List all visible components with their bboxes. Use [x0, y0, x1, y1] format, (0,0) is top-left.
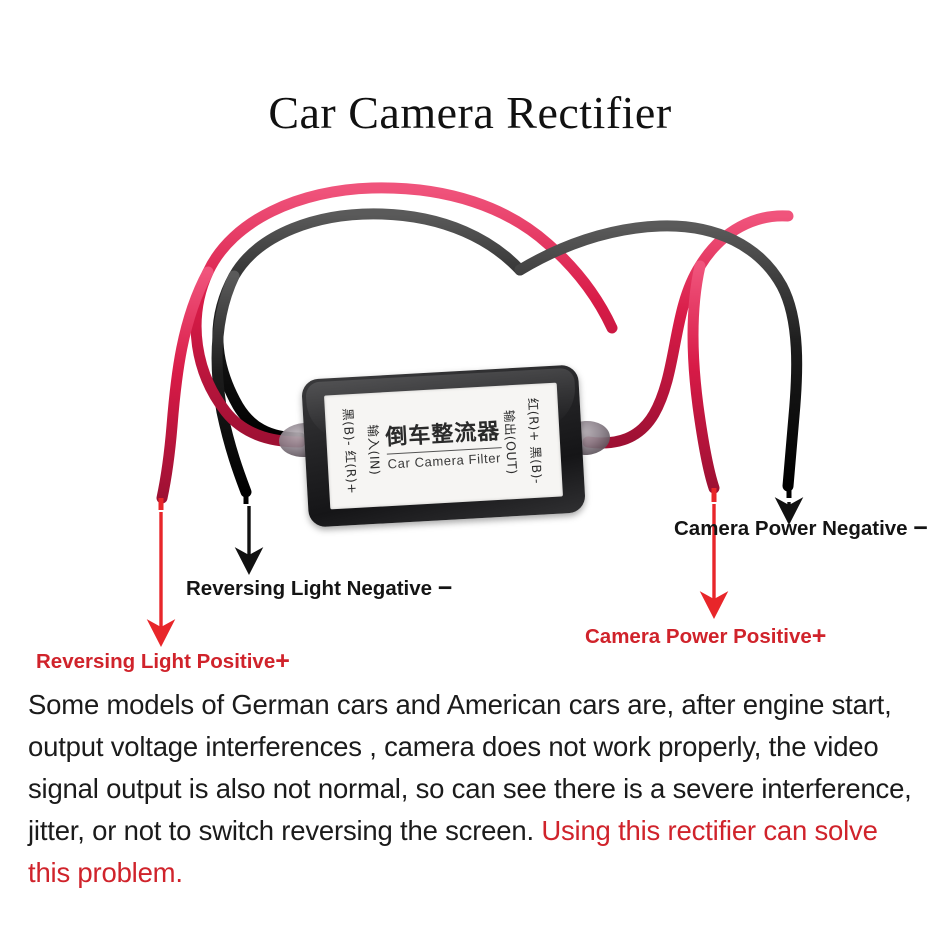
rectifier-device: 黑(B)- 红(R)+ 输入(IN) 倒车整流器 Car Camera Filt… — [301, 364, 586, 528]
wire-red-output — [582, 210, 794, 494]
label-reversing-light-positive-sign: + — [275, 647, 290, 675]
device-output-wires-label: 红(R)+ 黑(B)- — [524, 397, 545, 485]
label-reversing-light-negative-sign: − — [437, 574, 453, 602]
label-camera-power-negative-sign: − — [913, 514, 928, 542]
description-highlight: Using this rectifier can solve this prob… — [28, 815, 878, 888]
wire-red-input — [156, 182, 618, 504]
device-brand-block: 倒车整流器 Car Camera Filter — [384, 419, 502, 472]
label-reversing-light-negative-text: Reversing Light Negative — [186, 577, 438, 600]
device-label: 黑(B)- 红(R)+ 输入(IN) 倒车整流器 Car Camera Filt… — [323, 382, 564, 510]
page-title: Car Camera Rectifier — [268, 87, 672, 138]
label-reversing-light-positive: Reversing Light Positive+ — [36, 647, 290, 676]
label-camera-power-positive-sign: + — [811, 622, 827, 650]
description-paragraph: Some models of German cars and American … — [28, 684, 912, 894]
device-brand-cn: 倒车整流器 — [384, 419, 501, 451]
label-reversing-light-negative: Reversing Light Negative − — [186, 574, 452, 603]
wire-black-output — [514, 220, 803, 492]
description-body: Some models of German cars and American … — [28, 689, 912, 846]
label-reversing-light-positive-text: Reversing Light Positive — [36, 650, 276, 673]
label-camera-power-positive-text: Camera Power Positive — [585, 625, 812, 648]
device-output-port-label: 输出(OUT) — [501, 409, 521, 476]
device-input-wires-label: 黑(B)- 红(R)+ — [340, 407, 361, 495]
label-camera-power-negative-text: Camera Power Negative — [674, 517, 914, 540]
device-input-port-label: 输入(IN) — [365, 424, 384, 476]
label-camera-power-positive: Camera Power Positive+ — [585, 622, 826, 651]
label-camera-power-negative: Camera Power Negative − — [674, 514, 928, 543]
